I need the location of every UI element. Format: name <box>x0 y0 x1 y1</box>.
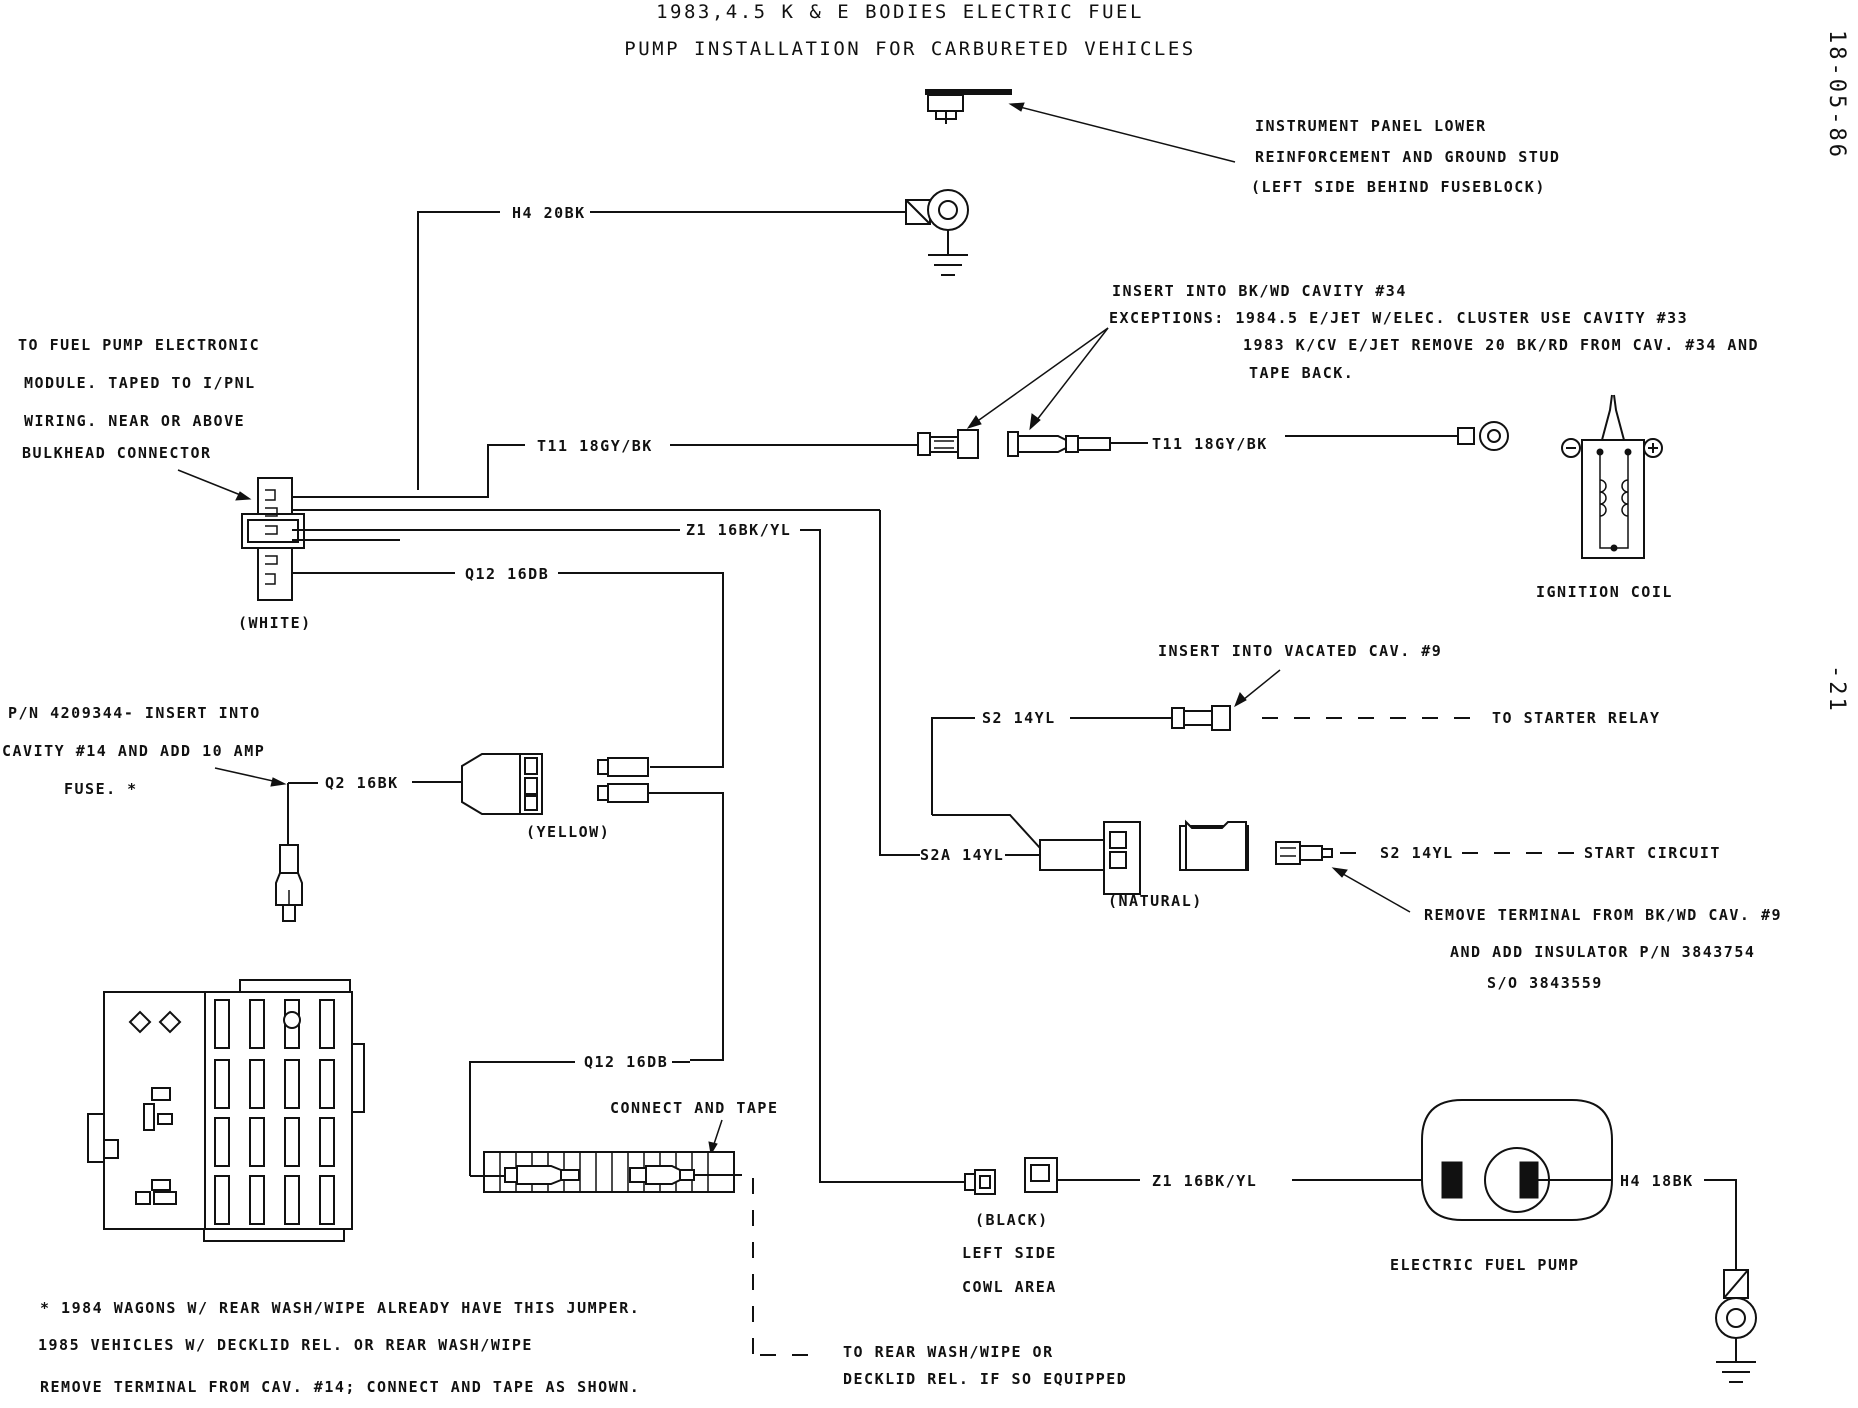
connector-black <box>964 1157 1058 1195</box>
insert-cavity-arrowhead-1 <box>966 415 982 429</box>
electric-fuel-pump-icon <box>1421 1099 1613 1221</box>
ignition-coil-label: IGNITION COIL <box>1536 583 1673 601</box>
remove-terminal-note-3: S/O 3843559 <box>1487 974 1603 992</box>
remove-terminal-arrowhead <box>1331 867 1348 878</box>
wire-label-z1-top: Z1 16BK/YL <box>686 521 791 539</box>
cowl-area-label: COWL AREA <box>962 1278 1057 1296</box>
connector-natural-label: (NATURAL) <box>1108 892 1203 910</box>
pin-terminal-icon-1 <box>597 757 649 777</box>
pin-terminal-icon-2 <box>597 783 649 803</box>
wire-label-h4-18bk: H4 18BK <box>1620 1172 1694 1190</box>
insert-cavity-note-2: EXCEPTIONS: 1984.5 E/JET W/ELEC. CLUSTER… <box>1109 309 1688 327</box>
wire-q12-top-run <box>558 572 724 768</box>
module-arrowhead <box>235 491 252 501</box>
wire-label-t11-right: T11 18GY/BK <box>1152 435 1268 453</box>
title-line-1: 1983,4.5 K & E BODIES ELECTRIC FUEL <box>656 1 1144 23</box>
start-terminal-icon <box>1275 841 1333 865</box>
wire-label-q12-bottom: Q12 16DB <box>584 1053 668 1071</box>
terminal-male-icon <box>1007 431 1111 457</box>
side-page-number: -21 <box>1824 665 1849 714</box>
ground-stud-label-3: (LEFT SIDE BEHIND FUSEBLOCK) <box>1251 178 1546 196</box>
wire-h4-18bk-run <box>1704 1179 1737 1270</box>
pn-note-2: CAVITY #14 AND ADD 10 AMP <box>2 742 265 760</box>
insert-cavity-note-1: INSERT INTO BK/WD CAVITY #34 <box>1112 282 1407 300</box>
wire-t11-left <box>292 444 525 498</box>
pump-ground-eyelet-icon <box>1715 1269 1757 1383</box>
pn-note-1: P/N 4209344- INSERT INTO <box>8 704 261 722</box>
module-note-4: BULKHEAD CONNECTOR <box>22 444 212 462</box>
wire-label-s2-top: S2 14YL <box>982 709 1056 727</box>
wire-s2-to-natural <box>932 814 1041 849</box>
starter-terminal-icon <box>1171 705 1231 731</box>
wire-z1-run <box>800 529 975 1183</box>
insert-cavity-arrowhead-2 <box>1029 413 1041 431</box>
to-rear-wash-label-2: DECKLID REL. IF SO EQUIPPED <box>843 1370 1127 1388</box>
remove-terminal-note-1: REMOVE TERMINAL FROM BK/WD CAV. #9 <box>1424 906 1782 924</box>
wire-label-z1-bottom: Z1 16BK/YL <box>1152 1172 1257 1190</box>
connector-natural-mate <box>1179 819 1249 871</box>
start-circuit-label: START CIRCUIT <box>1584 844 1721 862</box>
fuseblock-icon <box>87 979 365 1242</box>
wire-s2-top-left <box>931 717 975 815</box>
title-line-2: PUMP INSTALLATION FOR CARBURETED VEHICLE… <box>624 38 1196 60</box>
module-note-1: TO FUEL PUMP ELECTRONIC <box>18 336 260 354</box>
terminal-female-icon <box>917 429 979 459</box>
fuse-terminal-icon <box>275 844 303 922</box>
pn-arrowhead <box>270 777 287 787</box>
insert-cavity-note-3: 1983 K/CV E/JET REMOVE 20 BK/RD FROM CAV… <box>1243 336 1759 354</box>
ground-stud-leader <box>1011 104 1236 163</box>
wire-label-s2-right: S2 14YL <box>1380 844 1454 862</box>
connect-tape-label: CONNECT AND TAPE <box>610 1099 779 1117</box>
wire-label-t11-left: T11 18GY/BK <box>537 437 653 455</box>
ground-eyelet-icon <box>905 189 969 231</box>
module-leader <box>177 469 249 499</box>
footnote-line-1: * 1984 WAGONS W/ REAR WASH/WIPE ALREADY … <box>40 1299 640 1317</box>
taped-jumper-icon <box>470 1151 742 1193</box>
footnote-line-2: 1985 VEHICLES W/ DECKLID REL. OR REAR WA… <box>38 1336 533 1354</box>
insert-cavity-leader-1 <box>971 327 1109 426</box>
to-starter-relay-label: TO STARTER RELAY <box>1492 709 1661 727</box>
ground-symbol-icon <box>928 230 968 276</box>
ground-stud-label-1: INSTRUMENT PANEL LOWER <box>1255 117 1487 135</box>
wire-label-q2: Q2 16BK <box>325 774 399 792</box>
electric-fuel-pump-label: ELECTRIC FUEL PUMP <box>1390 1256 1580 1274</box>
connector-yellow-label: (YELLOW) <box>526 823 610 841</box>
ignition-coil-icon <box>1561 394 1663 559</box>
insert-vacated-arrowhead <box>1234 692 1247 708</box>
to-rear-wash-label-1: TO REAR WASH/WIPE OR <box>843 1343 1054 1361</box>
connector-black-label: (BLACK) <box>975 1211 1049 1229</box>
insert-cavity-leader-2 <box>1032 327 1109 426</box>
ground-stud-arrowhead <box>1008 102 1025 112</box>
wire-q12-bottom-run <box>648 792 724 1061</box>
wire-label-h4-20bk: H4 20BK <box>512 204 586 222</box>
module-note-2: MODULE. TAPED TO I/PNL <box>24 374 256 392</box>
connector-white-label: (WHITE) <box>238 614 312 632</box>
remove-terminal-note-2: AND ADD INSULATOR P/N 3843754 <box>1450 943 1755 961</box>
connector-natural <box>1039 821 1141 895</box>
coil-eyelet-icon <box>1457 421 1509 451</box>
ground-stud-label-2: REINFORCEMENT AND GROUND STUD <box>1255 148 1560 166</box>
wire-q12-bottom <box>469 1061 575 1176</box>
wire-h4-20bk <box>417 211 500 490</box>
module-note-3: WIRING. NEAR OR ABOVE <box>24 412 245 430</box>
wire-s2a-run <box>879 510 910 856</box>
wire-label-q12-top: Q12 16DB <box>465 565 549 583</box>
wire-label-s2a: S2A 14YL <box>920 846 1004 864</box>
cowl-left-side-label: LEFT SIDE <box>962 1244 1057 1262</box>
connector-yellow <box>461 753 543 815</box>
ground-stud-icon <box>925 89 1012 124</box>
pn-leader <box>214 767 283 784</box>
pn-note-3: FUSE. * <box>64 780 138 798</box>
side-code: 18-05-86 <box>1824 30 1849 160</box>
insert-vacated-label: INSERT INTO VACATED CAV. #9 <box>1158 642 1442 660</box>
remove-terminal-leader <box>1335 869 1411 913</box>
footnote-line-3: REMOVE TERMINAL FROM CAV. #14; CONNECT A… <box>40 1378 640 1396</box>
insert-cavity-note-4: TAPE BACK. <box>1249 364 1354 382</box>
